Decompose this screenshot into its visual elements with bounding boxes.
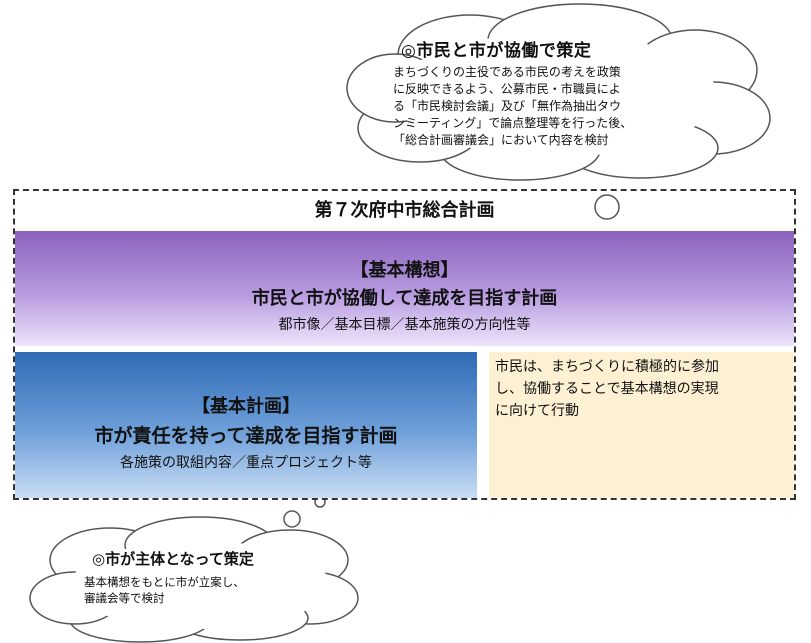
top-cloud-body: まちづくりの主役である市民の考えを政策 に反映できるよう、公募市民・市職員によ …: [393, 64, 715, 149]
basic-plan-main-text: 市が責任を持って達成を目指す計画: [94, 425, 398, 447]
basic-plan-panel: 【基本計画】 市が責任を持って達成を目指す計画 各施策の取組内容／重点プロジェク…: [15, 352, 477, 498]
citizen-action-text: 市民は、まちづくりに積極的に参加 し、協働することで基本構想の実現 に向けて行動: [495, 356, 791, 422]
bottom-cloud-title: ◎市が主体となって策定: [92, 550, 254, 568]
bottom-thought-cloud: [29, 516, 359, 643]
top-thought-cloud: [346, 3, 771, 181]
top-cloud-title: ◎市民と市が協働で策定: [401, 41, 592, 61]
top-cloud-line: る「市民検討会議」及び「無作為抽出タウ: [393, 99, 622, 113]
top-cloud-line: に反映できるよう、公募市民・市職員によ: [393, 82, 621, 96]
plan-dashed-frame: [13, 189, 796, 500]
plan-title: 第７次府中市総合計画: [314, 200, 495, 221]
vision-heading: 【基本構想】: [350, 260, 459, 281]
top-cloud-line: まちづくりの主役である市民の考えを政策: [393, 65, 621, 79]
basic-plan-heading: 【基本計画】: [192, 396, 300, 417]
bottom-cloud-line: 基本構想をもとに市が立案し、: [84, 575, 245, 589]
top-cloud-line: ンミーティング」で論点整理等を行った後、: [393, 116, 633, 130]
top-cloud-line: 「総合計画審議会」において内容を検討: [393, 133, 609, 147]
vision-sub-text: 都市像／基本目標／基本施策の方向性等: [278, 317, 531, 333]
bottom-cloud-body: 基本構想をもとに市が立案し、 審議会等で検討: [84, 574, 342, 606]
citizen-action-panel: 市民は、まちづくりに積極的に参加 し、協働することで基本構想の実現 に向けて行動: [489, 352, 794, 498]
citizen-line: 市民は、まちづくりに積極的に参加: [495, 359, 719, 375]
vision-main-text: 市民と市が協働して達成を目指す計画: [251, 288, 558, 309]
citizen-line: し、協働することで基本構想の実現: [495, 381, 719, 397]
basic-vision-panel: 【基本構想】 市民と市が協働して達成を目指す計画 都市像／基本目標／基本施策の方…: [15, 231, 794, 346]
citizen-line: に向けて行動: [495, 403, 579, 419]
top-cloud-text: ◎市民と市が協働で策定 まちづくりの主役である市民の考えを政策 に反映できるよう…: [385, 36, 715, 149]
bottom-cloud-text: ◎市が主体となって策定 基本構想をもとに市が立案し、 審議会等で検討: [82, 548, 342, 606]
basic-plan-sub-text: 各施策の取組内容／重点プロジェクト等: [120, 455, 372, 471]
bottom-cloud-line: 審議会等で検討: [84, 591, 165, 605]
